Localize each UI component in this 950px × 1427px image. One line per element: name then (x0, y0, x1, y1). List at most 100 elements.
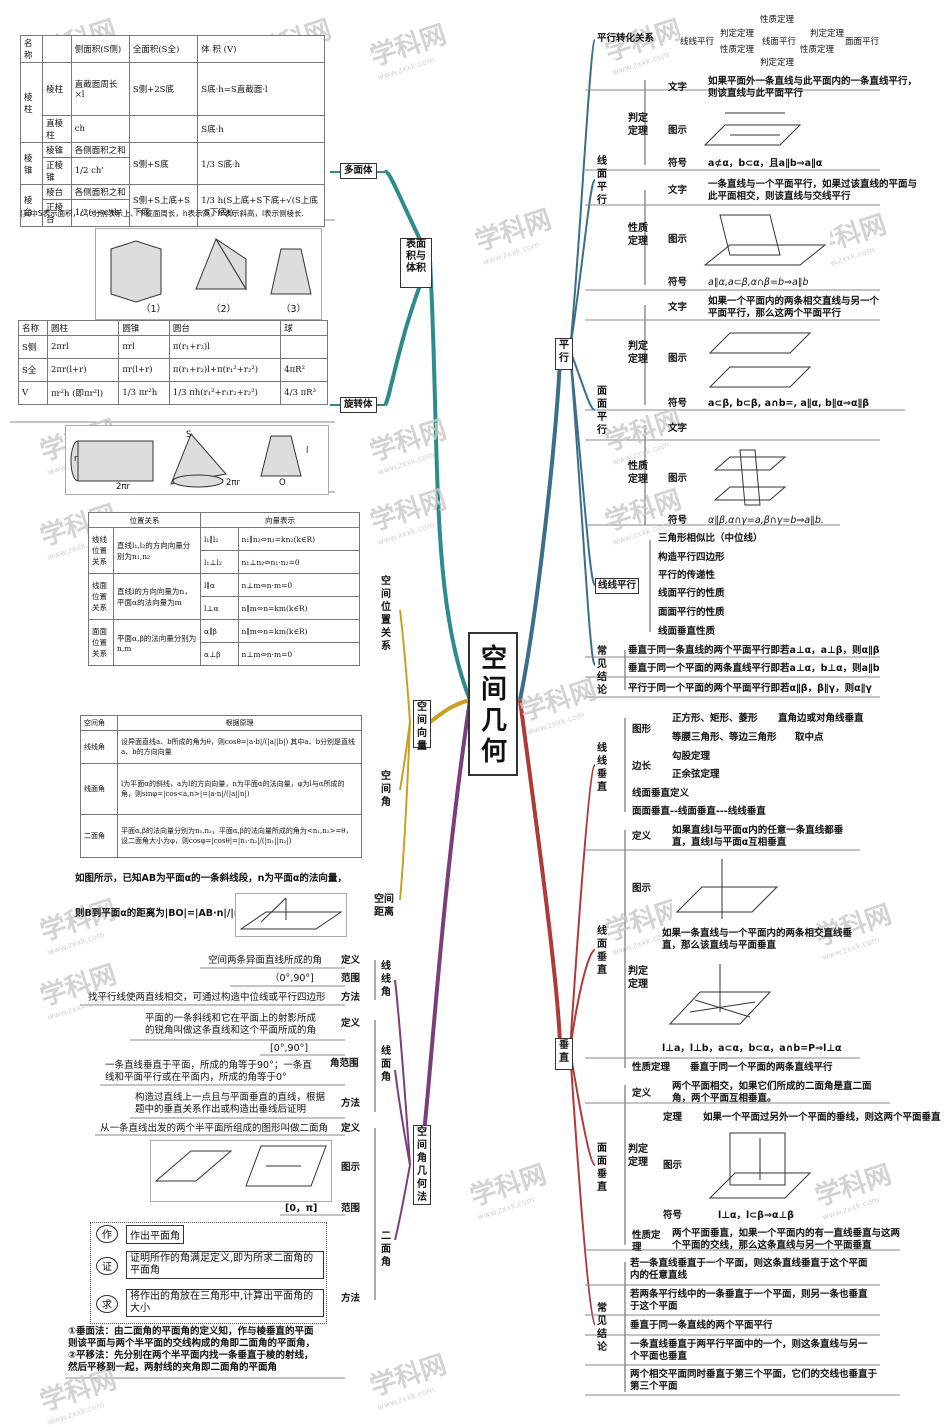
conv-label: 判定定理 (760, 58, 795, 68)
dh-note: 然后平移到一起，两射线的夹角即二面角的平面角 (68, 1362, 278, 1373)
common-par: 垂直于同一个平面的两条直线平行即若a⊥α，b⊥α，则a∥b (628, 663, 880, 674)
pp-judge-figure (705, 325, 815, 393)
tag: 图示 (668, 353, 688, 364)
vector-angle-table: 空间角根据原理 线线角设异面直线a、b所成的角为θ，则cosθ=|a·b|/(|… (80, 715, 362, 858)
branch-surface: 表面积与体积 (400, 238, 432, 288)
step-key: 证 (96, 1257, 118, 1275)
tag: 定理 (663, 1112, 683, 1123)
tag: 图示 (668, 125, 688, 136)
pp-judge-sym: a⊂β, b⊂β, a∩b=, a∥α, b∥α⇒α∥β (708, 398, 870, 409)
tag: 性质定理 (632, 1230, 661, 1253)
ppperp-sym: l⊥α，l⊂β⇒α⊥β (718, 1210, 794, 1221)
label-angle: 空间角 (381, 771, 391, 808)
conv-label: 性质定理 (720, 45, 755, 55)
tag: 图示 (341, 1162, 361, 1173)
lp-judge-sym: a⊄α，b⊂α，且a∥b⇒a∥α (708, 158, 823, 169)
label-position: 空间位置关系 (381, 576, 391, 652)
label-lp-perp: 线面垂直 (597, 926, 607, 976)
tag: 文字 (668, 185, 688, 196)
tag: 方法 (341, 1098, 361, 1109)
branch-parallel: 平行 (555, 338, 573, 370)
ll-par-item: 平行的传递性 (658, 570, 716, 581)
label-prop: 性质定理 (628, 223, 648, 247)
tag: 性质定理 (632, 1062, 671, 1073)
tag: 边长 (632, 761, 652, 772)
lpperp-judge-sym: l⊥a，l⊥b，a⊂α，b⊂α，a∩b=P⇒l⊥α (662, 1043, 842, 1054)
conv-label: 判定定理 (720, 29, 755, 39)
label-pp-parallel: 面面平行 (597, 386, 607, 436)
ppperp-figure (705, 1128, 815, 1200)
label-judge: 判定定理 (628, 1144, 648, 1168)
pp-judge-text: 如果一个平面内的两条相交直线与另一个平面平行，那么这两个平面平行 (708, 296, 880, 319)
label-prop: 性质定理 (628, 461, 648, 485)
label-judge: 判定定理 (628, 341, 648, 365)
rot-label: 2πr (116, 482, 131, 492)
tag: 图形 (632, 724, 652, 735)
fig-label-2: （2） (211, 304, 237, 315)
tag: 文字 (668, 302, 688, 313)
ll-par-item: 三角形相似比（中位线） (658, 533, 763, 544)
tag: 文字 (668, 423, 688, 434)
rotation-figures: 2πr 2πr S r l O (65, 425, 329, 495)
common-perp: 一条直线垂直于两平行平面中的一个，则这条直线与另一个平面也垂直 (630, 1339, 868, 1362)
tag: 图示 (668, 473, 688, 484)
ll-range: （0°,90°] (270, 973, 314, 984)
branch-rotation: 旋转体 (340, 397, 377, 413)
lpperp-judge-figure (665, 962, 775, 1034)
tag: 符号 (668, 515, 688, 526)
tag: 定义 (341, 1018, 361, 1029)
distance-figure (235, 893, 347, 937)
dihedral-steps: 作出平面角 证明所作的角满足定义,即为所求二面角的平面角 将作出的角放在三角形中… (90, 1222, 327, 1324)
tag: 方法 (341, 1293, 361, 1304)
lp-judge-figure (700, 105, 805, 150)
dh-note: 则该平面与两个半平面的交线构成的角即二面角的平面角， (68, 1338, 316, 1349)
label-ll-perp: 线线垂直 (597, 743, 607, 793)
llperp-shape: 直角边或对角线垂直 (778, 713, 864, 724)
lp-method: 构造过直线上一点且与平面垂直的直线，根据题中的垂直关系作出或构造出垂线后证明 (135, 1092, 326, 1115)
step-1: 作出平面角 (126, 1225, 184, 1244)
rot-label: l (306, 446, 309, 456)
tag: 定义 (341, 955, 361, 966)
label-common: 常见结论 (597, 1303, 607, 1353)
fig-label-1: （1） (141, 304, 167, 315)
ppperp-judge-def: 如果一个平面过另外一个平面的垂线，则这两个平面垂直 (703, 1112, 941, 1123)
center-topic: 空间几何 (468, 632, 518, 776)
step-3: 将作出的角放在三角形中,计算出平面角的大小 (126, 1289, 324, 1317)
lpperp-judge-text: 如果一条直线与一个平面内的两条相交直线垂直，那么该直线与平面垂直 (662, 928, 853, 951)
tag: 图示 (663, 1160, 683, 1171)
distance-text: 如图所示，已知AB为平面α的一条斜线段，n为平面α的法向量， (75, 873, 347, 884)
dihedral-figure (150, 1140, 332, 1202)
llperp-len: 勾股定理 (672, 751, 711, 762)
rot-label: r (74, 454, 78, 464)
common-par: 平行于同一个平面的两个平面平行即若α∥β，β∥γ，则α∥γ (628, 683, 872, 694)
lp-def: 平面的一条斜线和它在平面上的射影所成的锐角叫做这条直线和这个平面所成的角 (145, 1013, 317, 1036)
tag: 图示 (668, 234, 688, 245)
label-judge: 判定定理 (628, 966, 648, 990)
common-perp: 若两条平行线中的一条垂直于一个平面，则另一条也垂直于这个平面 (630, 1289, 868, 1312)
label-dihedral: 二面角 (381, 1231, 391, 1268)
dh-range: [0，π] (285, 1203, 318, 1214)
lpperp-prop: 垂直于同一个平面的两条直线平行 (690, 1062, 833, 1073)
step-2: 证明所作的角满足定义,即为所求二面角的平面角 (126, 1251, 324, 1279)
pp-prop-figure (710, 445, 790, 510)
conv-label: 线面平行 (762, 37, 797, 47)
lp-prop-sym: a∥α,a⊂β,α∩β=b⇒a∥b (708, 277, 809, 288)
tag: 符号 (668, 158, 688, 169)
conversion-diagram: 性质定理 判定定理 判定定理 线线平行 线面平行 面面平行 性质定理 性质定理 … (680, 15, 945, 70)
common-perp: 垂直于同一条直线的两个平面平行 (630, 1320, 773, 1331)
rot-label: S (186, 430, 192, 440)
conv-label: 线线平行 (680, 37, 715, 47)
common-perp: 两个相交平面同时垂直于第三个平面，它们的交线也垂直于第三个平面 (630, 1369, 878, 1392)
label-common: 常见结论 (597, 646, 607, 696)
label-line-plane: 线面角 (381, 1046, 391, 1083)
conv-label: 判定定理 (810, 29, 845, 39)
tag: 定义 (632, 1088, 652, 1099)
ll-def: 空间两条异面直线所成的角 (208, 955, 323, 966)
rot-label: O (279, 478, 286, 488)
ppperp-prop: 两个平面垂直，如果一个平面内的有一直线垂直与这两个平面的交线，那么这条直线与另一… (672, 1228, 901, 1251)
pp-prop-sym: α∥β,α∩γ=a,β∩γ=b⇒a∥b. (708, 515, 824, 526)
